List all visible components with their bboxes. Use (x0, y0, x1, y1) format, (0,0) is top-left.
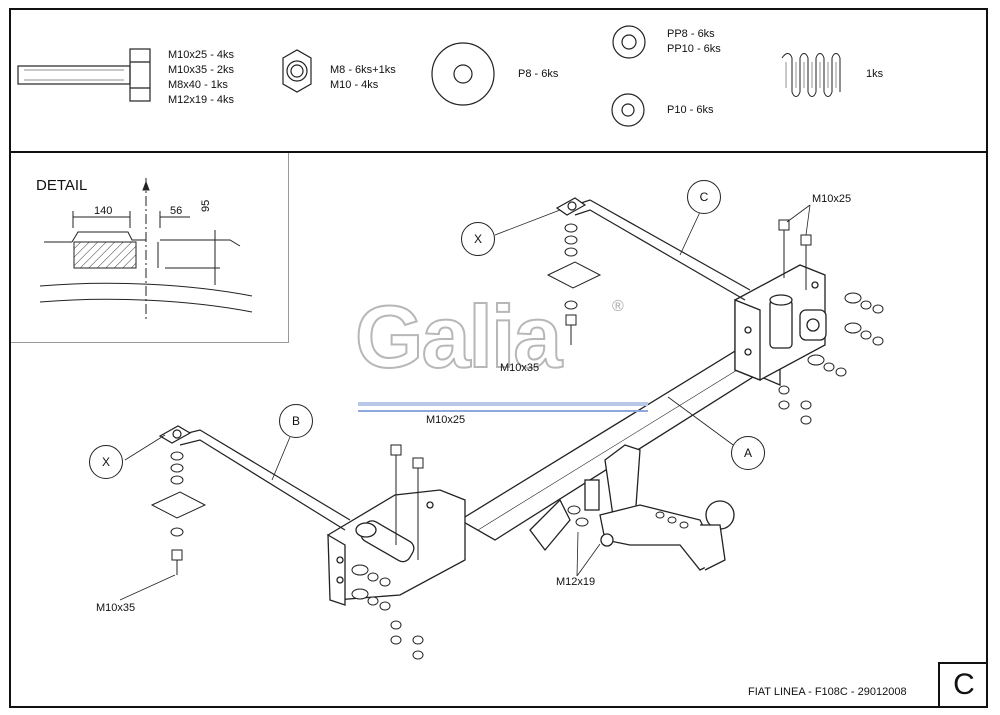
logo-underline (358, 402, 648, 406)
logo-registered-mark: ® (612, 298, 624, 315)
washer-p10-spec: P10 - 6ks (667, 104, 714, 116)
bolt-spec-3: M8x40 - 1ks (168, 79, 228, 91)
right-bracket (734, 264, 827, 381)
detail-title: DETAIL (36, 177, 88, 194)
label-m10x25-top: M10x25 (812, 193, 852, 205)
callout-x-left: X (89, 445, 123, 479)
label-m12x19: M12x19 (556, 576, 596, 588)
label-m10x25-mid: M10x25 (426, 414, 466, 426)
spring-icon (781, 53, 841, 97)
pp-washer-icon (612, 25, 646, 59)
detail-sketch (39, 178, 253, 320)
callout-a: A (731, 436, 765, 470)
header-divider (9, 151, 988, 153)
fasteners (150, 219, 884, 660)
detail-dim-56: 56 (170, 205, 183, 217)
large-washer-icon (431, 42, 495, 106)
detail-dim-95: 95 (200, 199, 212, 212)
bolt-spec-1: M10x25 - 4ks (168, 49, 235, 61)
bolt-spec-4: M12x19 - 4ks (168, 94, 235, 106)
callout-b: B (279, 404, 313, 438)
spring-spec: 1ks (866, 68, 884, 80)
washer-pp10-spec: PP10 - 6ks (667, 43, 721, 55)
logo-underline-thin (358, 410, 648, 412)
detail-dim-140: 140 (94, 205, 113, 217)
nut-spec-2: M10 - 4ks (330, 79, 379, 91)
sheet-letter: C (938, 662, 988, 706)
right-side-arm (555, 197, 751, 301)
label-m10x35-left: M10x35 (96, 602, 136, 614)
detail-box (11, 153, 289, 343)
drawing-frame (9, 8, 988, 708)
galia-logo: Galia (354, 287, 563, 386)
towball-hitch (529, 444, 735, 571)
label-m10x35-mid: M10x35 (500, 362, 540, 374)
nut-icon (282, 49, 312, 93)
title-block: FIAT LINEA - F108C - 29012008 (748, 686, 907, 698)
left-side-arm (158, 425, 351, 531)
callout-x-right: X (461, 222, 495, 256)
nut-spec-1: M8 - 6ks+1ks (330, 64, 396, 76)
callout-c: C (687, 180, 721, 214)
bolt-spec-2: M10x35 - 2ks (168, 64, 235, 76)
washer-p8-spec: P8 - 6ks (518, 68, 559, 80)
bolt-icon (17, 48, 151, 102)
p10-washer-icon (611, 93, 645, 127)
washer-pp8-spec: PP8 - 6ks (667, 28, 715, 40)
leader-lines (119, 204, 811, 601)
